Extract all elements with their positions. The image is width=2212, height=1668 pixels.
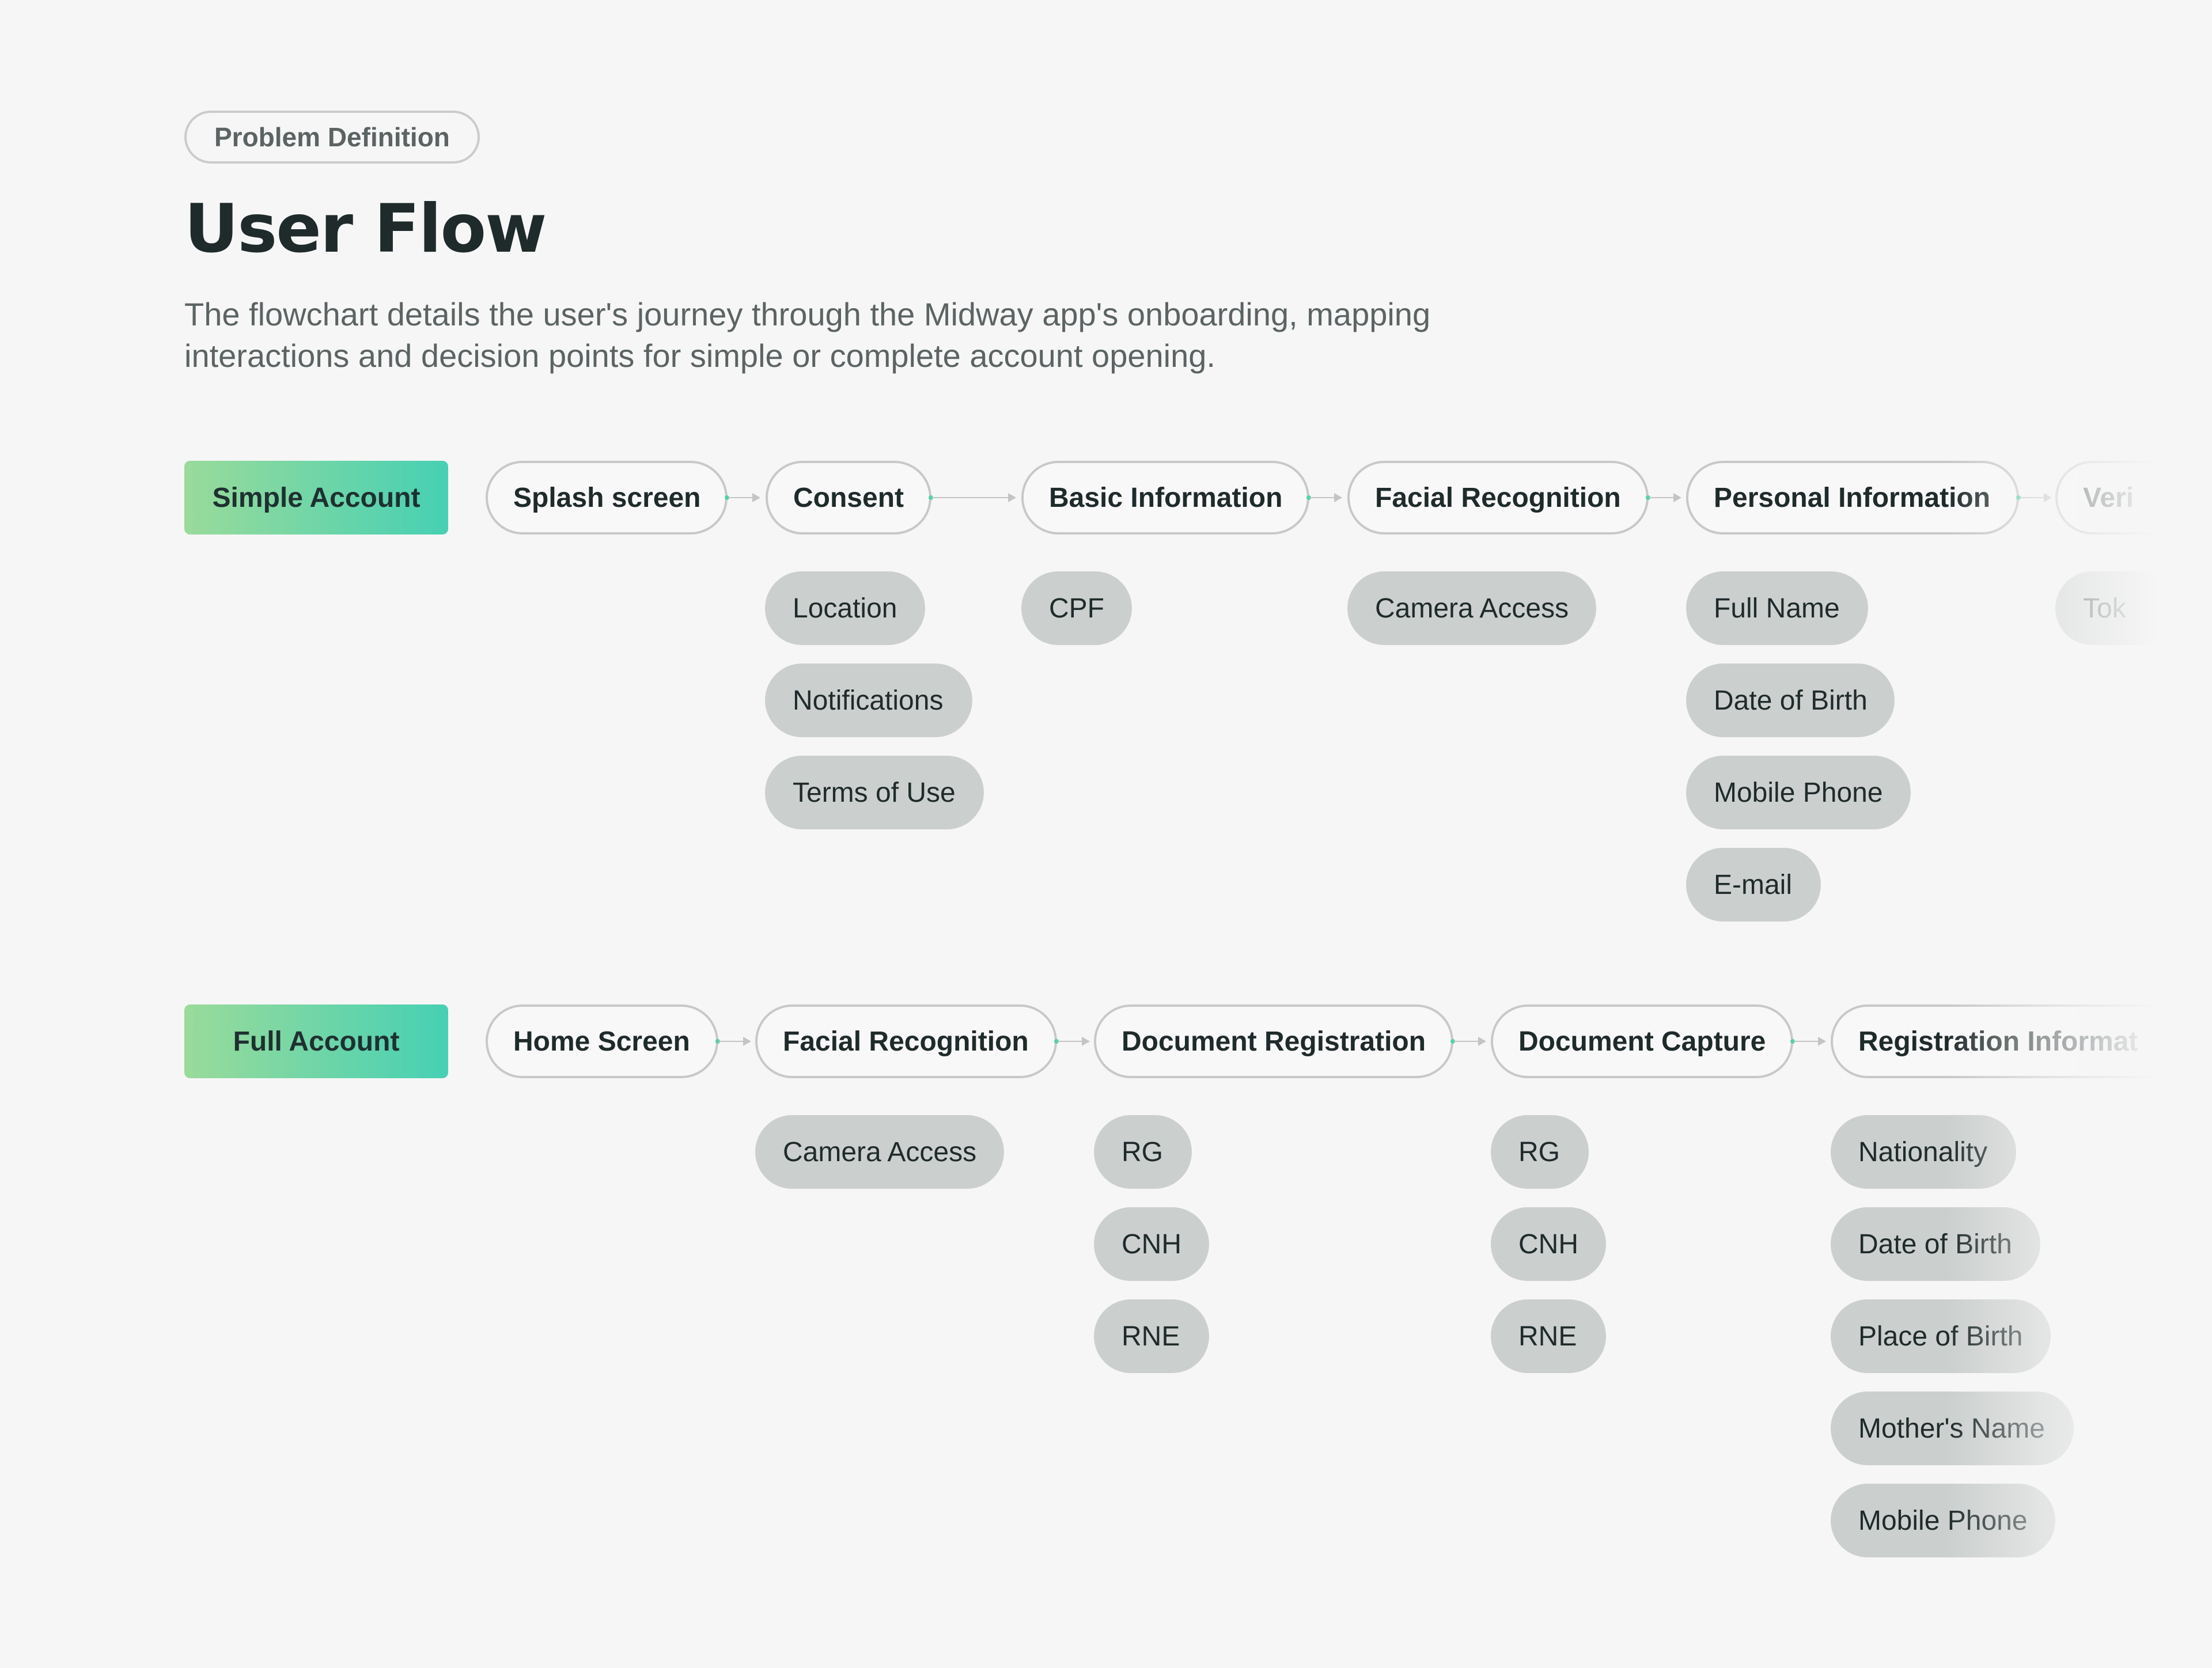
connector-arrow [1790,1037,1826,1046]
step-home-screen[interactable]: Home Screen [486,1004,718,1078]
connector-arrow [1450,1037,1486,1046]
step-verification[interactable]: Veri [2055,461,2212,534]
substep-notifications: Notifications [765,664,972,737]
substep-mobile-phone: Mobile Phone [1686,756,1911,829]
substep-cnh: CNH [1094,1207,1209,1281]
section-tag: Problem Definition [184,111,480,164]
page-title: User Flow [184,190,547,268]
substep-place-of-birth: Place of Birth [1831,1299,2051,1373]
connector-arrow [715,1037,751,1046]
substep-full-name: Full Name [1686,571,1868,645]
substep-rne: RNE [1094,1299,1209,1373]
simple-account-label: Simple Account [184,461,448,534]
substep-camera-access-full: Camera Access [755,1115,1004,1189]
full-account-label: Full Account [184,1004,448,1078]
substep-date-of-birth-full: Date of Birth [1831,1207,2040,1281]
connector-arrow [1306,493,1342,502]
connector-arrow [929,493,1016,502]
substep-rg: RG [1094,1115,1192,1189]
substep-date-of-birth: Date of Birth [1686,664,1895,737]
step-basic-information[interactable]: Basic Information [1021,461,1309,534]
connector-arrow [2016,493,2052,502]
connector-arrow [1054,1037,1090,1046]
step-splash-screen[interactable]: Splash screen [486,461,728,534]
substep-terms-of-use: Terms of Use [765,756,984,829]
substep-rg-capture: RG [1491,1115,1589,1189]
substep-mobile-phone-full: Mobile Phone [1831,1484,2055,1557]
step-document-capture[interactable]: Document Capture [1491,1004,1793,1078]
step-personal-information[interactable]: Personal Information [1686,461,2019,534]
step-facial-recognition-full[interactable]: Facial Recognition [755,1004,1057,1078]
substep-cnh-capture: CNH [1491,1207,1606,1281]
substep-rne-capture: RNE [1491,1299,1606,1373]
step-facial-recognition[interactable]: Facial Recognition [1347,461,1649,534]
substep-email: E-mail [1686,848,1821,922]
page-description: The flowchart details the user's journey… [184,296,1431,374]
step-registration-information[interactable]: Registration Informat [1831,1004,2212,1078]
substep-nationality: Nationality [1831,1115,2016,1189]
substep-location: Location [765,571,925,645]
substep-mothers-name: Mother's Name [1831,1392,2074,1465]
substep-token: Tok [2055,571,2212,645]
connector-arrow [725,493,760,502]
step-consent[interactable]: Consent [766,461,931,534]
step-document-registration[interactable]: Document Registration [1094,1004,1453,1078]
simple-account-flow: Simple Account Splash screen Consent Bas… [0,461,2212,1037]
full-account-flow: Full Account Home Screen Facial Recognit… [0,1004,2212,1638]
substep-cpf: CPF [1021,571,1132,645]
substep-camera-access: Camera Access [1347,571,1596,645]
connector-arrow [1646,493,1681,502]
